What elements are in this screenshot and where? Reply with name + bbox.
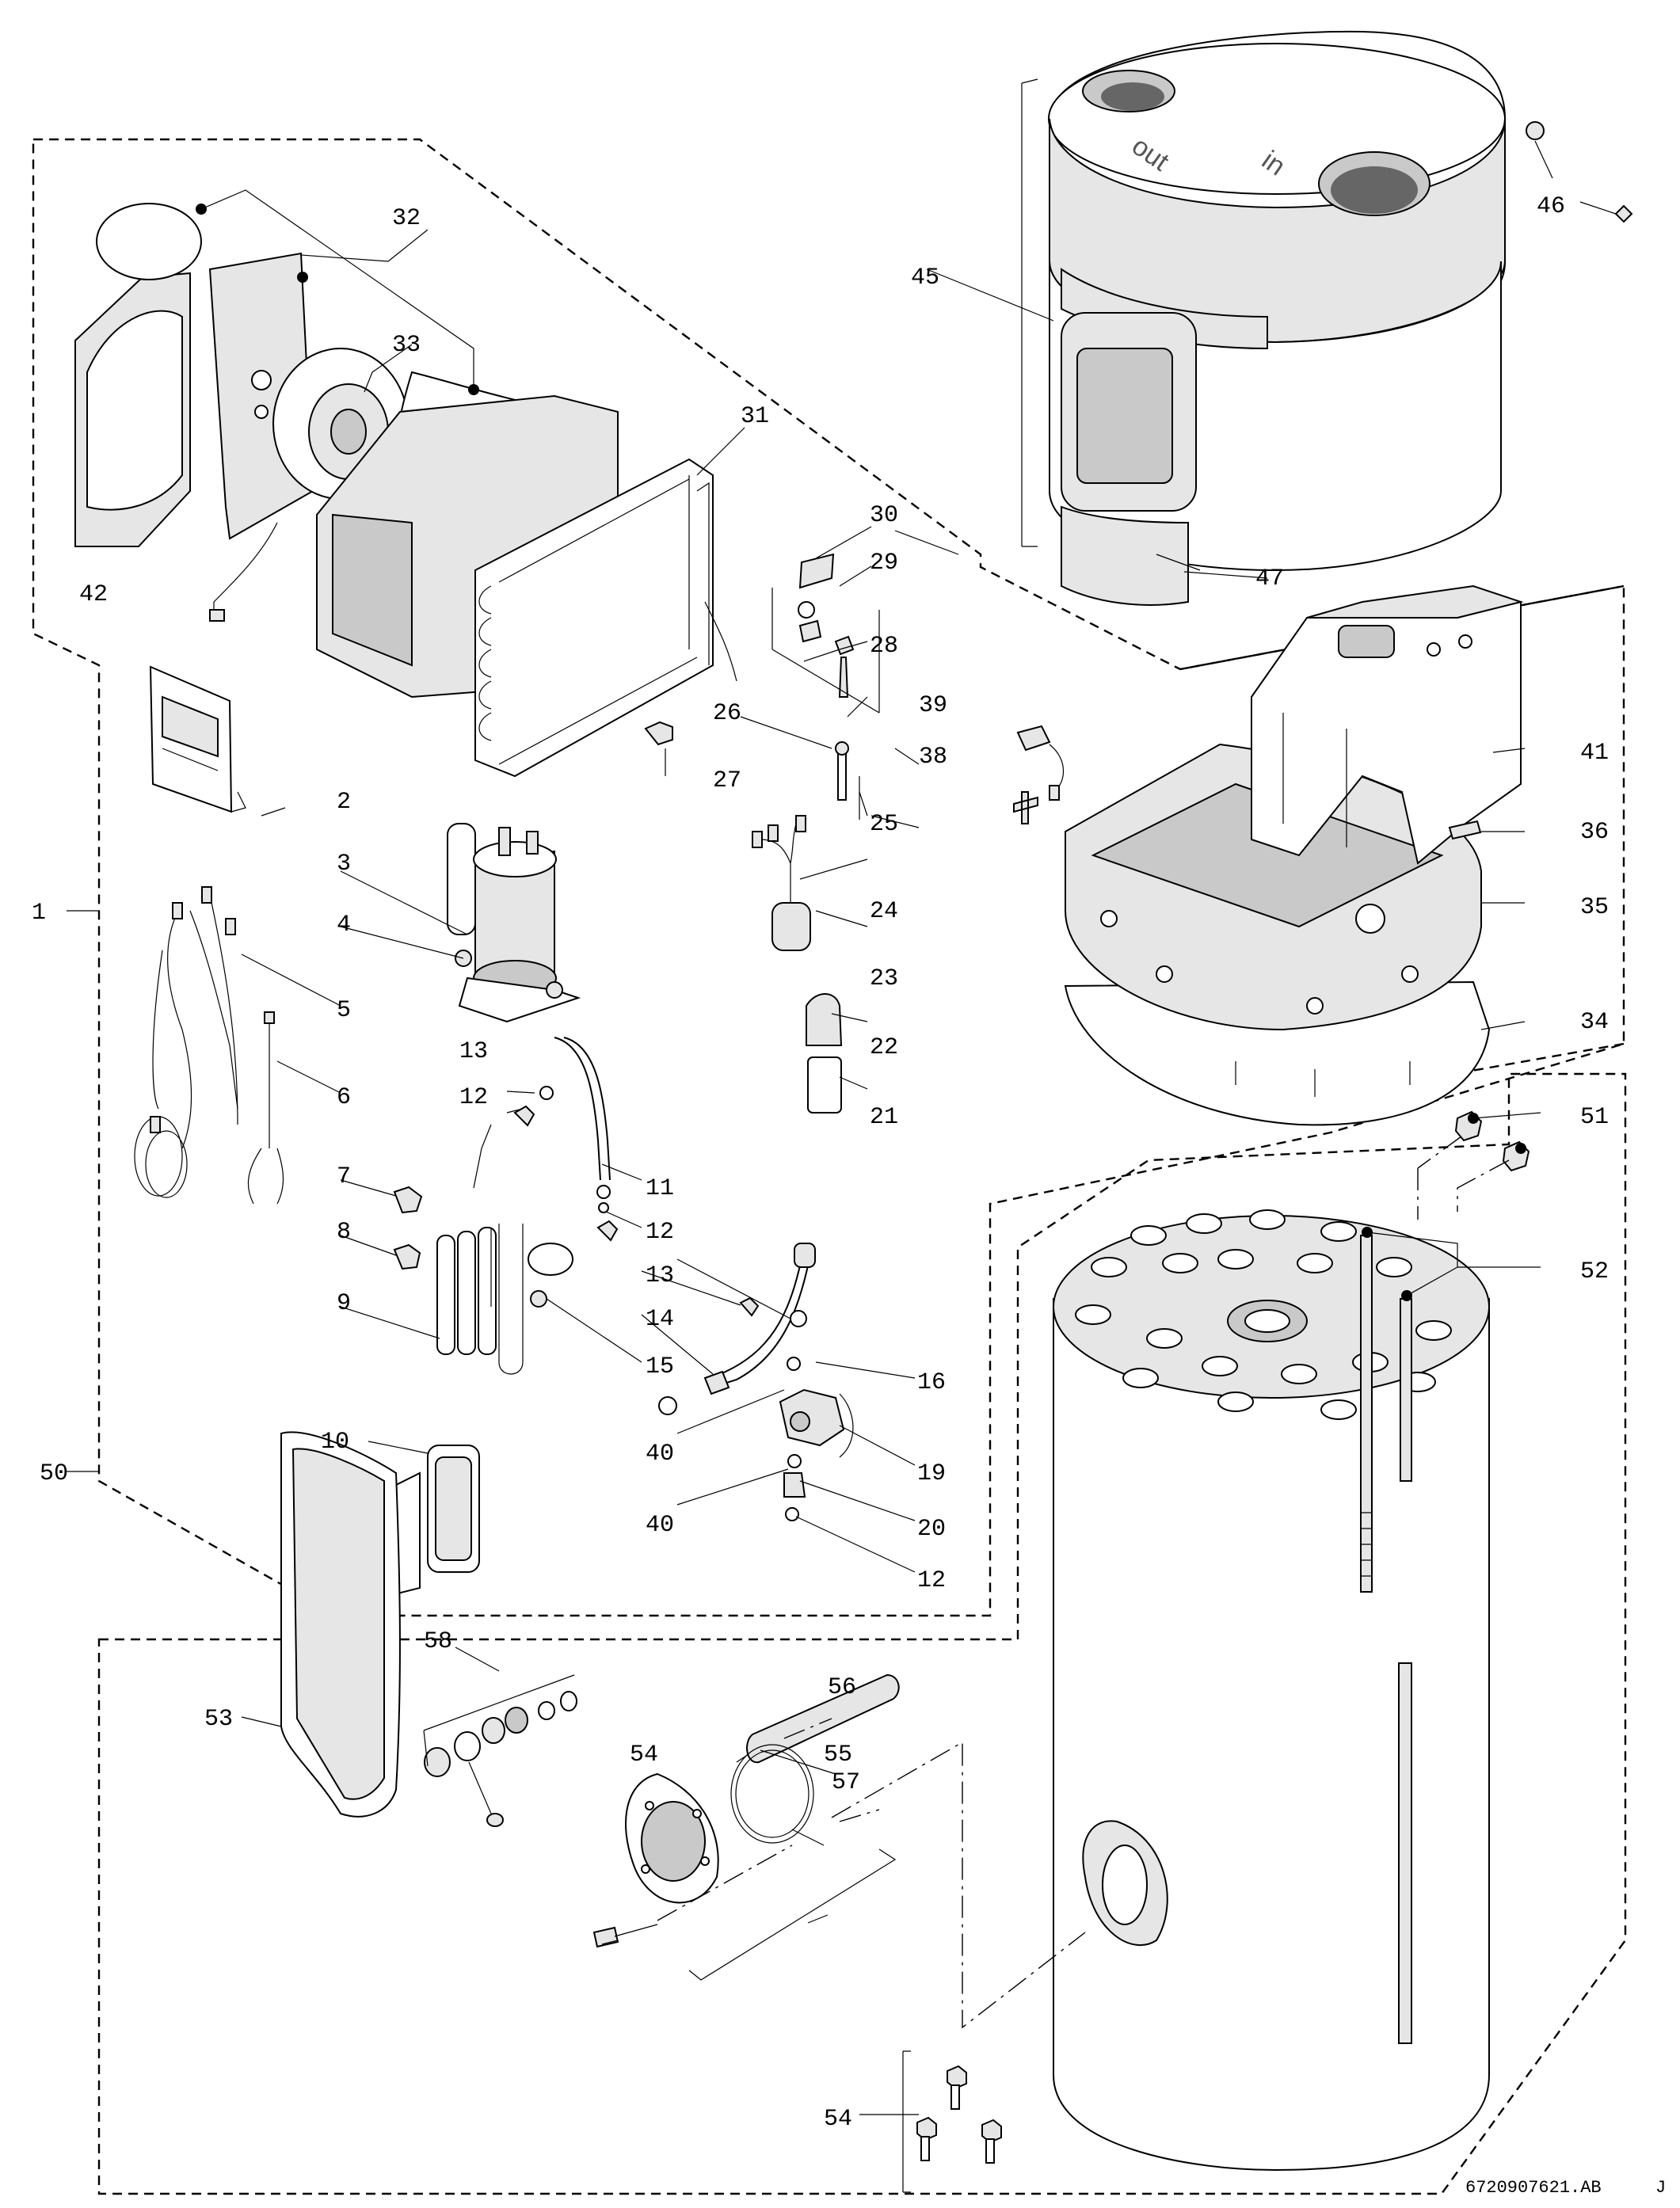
part-labels: 1 2 3 4 5 6 7 8 9 10 11 12 12 12 13 13 1… bbox=[32, 193, 1609, 2133]
label-21: 21 bbox=[870, 1104, 898, 1131]
wire-connector bbox=[213, 522, 278, 618]
label-42: 42 bbox=[79, 581, 108, 608]
wiring-harnesses bbox=[134, 886, 284, 1205]
label-23: 23 bbox=[870, 965, 898, 992]
label-8: 8 bbox=[337, 1219, 351, 1246]
label-40a: 40 bbox=[646, 1441, 674, 1468]
label-24: 24 bbox=[870, 898, 898, 925]
label-2: 2 bbox=[337, 789, 351, 816]
label-54a: 54 bbox=[630, 1742, 658, 1768]
label-19: 19 bbox=[917, 1460, 946, 1487]
bracket-lines bbox=[67, 910, 897, 1981]
label-57: 57 bbox=[832, 1769, 860, 1796]
electrical-components bbox=[644, 553, 1064, 1114]
out-grille bbox=[1101, 82, 1164, 111]
sensor-fittings bbox=[1362, 1110, 1530, 1301]
label-20: 20 bbox=[917, 1516, 946, 1543]
label-51: 51 bbox=[1580, 1104, 1609, 1131]
label-40b: 40 bbox=[646, 1512, 674, 1539]
label-7: 7 bbox=[337, 1163, 351, 1190]
label-9: 9 bbox=[337, 1290, 351, 1317]
label-33: 33 bbox=[392, 332, 421, 359]
label-52: 52 bbox=[1580, 1258, 1609, 1285]
compressor-3 bbox=[447, 823, 581, 1023]
label-54b: 54 bbox=[824, 2106, 852, 2133]
bolts-54 bbox=[902, 2050, 1002, 2193]
label-34: 34 bbox=[1580, 1009, 1609, 1036]
sensor-rod-short bbox=[1400, 1298, 1412, 1482]
label-39: 39 bbox=[919, 692, 947, 719]
label-16: 16 bbox=[917, 1369, 946, 1396]
screws-46 bbox=[1526, 121, 1633, 223]
label-14: 14 bbox=[646, 1306, 674, 1333]
label-15: 15 bbox=[646, 1353, 674, 1380]
label-11: 11 bbox=[646, 1175, 674, 1202]
label-56: 56 bbox=[828, 1674, 856, 1701]
refrigerant-parts bbox=[393, 1037, 816, 1415]
label-46: 46 bbox=[1537, 193, 1565, 220]
group-50-outline bbox=[97, 1072, 1627, 2195]
label-5: 5 bbox=[337, 997, 351, 1024]
tank bbox=[1053, 1209, 1490, 2172]
label-1: 1 bbox=[32, 900, 46, 927]
gasket-ring bbox=[96, 203, 202, 280]
controller-2 bbox=[149, 665, 246, 813]
label-50: 50 bbox=[40, 1460, 68, 1487]
label-41: 41 bbox=[1580, 740, 1609, 767]
label-29: 29 bbox=[870, 550, 898, 577]
label-6: 6 bbox=[337, 1084, 351, 1111]
label-30: 30 bbox=[870, 502, 898, 529]
gasket-56 bbox=[730, 1744, 814, 1844]
revision-letter: J bbox=[1655, 2178, 1666, 2198]
cover-53 bbox=[280, 1431, 401, 1818]
label-36: 36 bbox=[1580, 819, 1609, 846]
label-27: 27 bbox=[713, 767, 741, 794]
pressure-switch-23 bbox=[771, 902, 811, 951]
anode-flange-group bbox=[592, 1673, 1086, 2029]
label-45: 45 bbox=[911, 265, 939, 291]
label-13b: 13 bbox=[646, 1262, 674, 1289]
label-26: 26 bbox=[713, 700, 741, 727]
label-47: 47 bbox=[1255, 565, 1284, 592]
sensor-rod-long bbox=[1360, 1235, 1373, 1593]
label-38: 38 bbox=[919, 744, 947, 771]
label-58: 58 bbox=[424, 1628, 452, 1655]
label-55: 55 bbox=[824, 1742, 852, 1768]
tank-top-holes bbox=[1075, 1209, 1452, 1420]
fan-and-evaporator bbox=[74, 189, 737, 778]
evaporator-tubes bbox=[478, 475, 710, 765]
label-22: 22 bbox=[870, 1034, 898, 1061]
label-12a: 12 bbox=[459, 1084, 488, 1111]
expansion-valve-19 bbox=[779, 1388, 854, 1521]
parts-58 bbox=[423, 1674, 577, 1827]
group-1-outline bbox=[32, 138, 1625, 1617]
label-12c: 12 bbox=[917, 1567, 946, 1594]
top-cover-45: out in bbox=[1021, 30, 1506, 606]
label-28: 28 bbox=[870, 633, 898, 660]
label-4: 4 bbox=[337, 912, 351, 938]
label-13a: 13 bbox=[459, 1038, 488, 1065]
leader-lines bbox=[241, 229, 1541, 2115]
label-53: 53 bbox=[204, 1706, 233, 1733]
reference-code: 6720907621.AB bbox=[1465, 2178, 1602, 2198]
label-32: 32 bbox=[392, 205, 421, 232]
label-25: 25 bbox=[870, 811, 898, 838]
anode-57 bbox=[746, 1673, 900, 1764]
label-3: 3 bbox=[337, 851, 351, 877]
base-plate-34 bbox=[1064, 980, 1491, 1126]
label-12b: 12 bbox=[646, 1219, 674, 1246]
label-31: 31 bbox=[741, 403, 769, 430]
label-35: 35 bbox=[1580, 894, 1609, 921]
label-10: 10 bbox=[321, 1429, 349, 1456]
evaporator-31 bbox=[474, 458, 714, 778]
in-grille bbox=[1331, 166, 1418, 214]
base-assembly bbox=[1064, 584, 1524, 1126]
